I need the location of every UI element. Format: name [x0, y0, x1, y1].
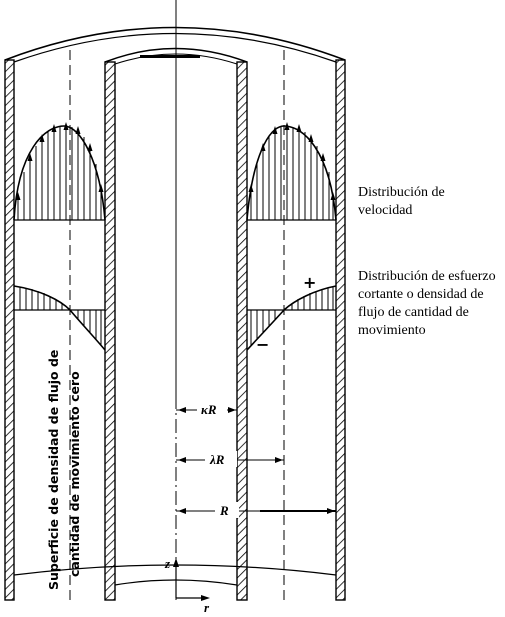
kappa-r-label: κR — [201, 402, 217, 417]
r-label: R — [219, 503, 229, 518]
outer-wall-right — [335, 59, 346, 601]
velocity-distribution-label: Distribución de velocidad — [358, 185, 445, 218]
velocity-profile-left — [13, 122, 106, 221]
shear-profile-right — [246, 285, 337, 351]
coordinate-axes: z r — [164, 556, 210, 615]
zero-flux-surface-label: Superficie de densidad de flujo de canti… — [46, 350, 82, 590]
outer-cylinder-top-rim — [4, 26, 346, 61]
inner-wall-right — [236, 61, 248, 601]
shear-profile-left — [13, 285, 106, 351]
minus-sign: − — [256, 335, 269, 354]
plus-sign: + — [303, 273, 316, 292]
dimension-r: R — [176, 502, 336, 518]
r-axis-label: r — [204, 600, 210, 615]
shear-distribution-label: Distribución de esfuerzo cortante o dens… — [358, 269, 496, 338]
inner-cylinder-top-slot — [140, 55, 200, 58]
dimension-kappa-r: κR — [176, 401, 237, 417]
outer-cylinder-top-rim-inner — [13, 32, 337, 63]
velocity-profile-right — [246, 122, 337, 221]
outer-wall-left — [4, 59, 15, 601]
dimension-lambda-r: λR — [176, 451, 284, 467]
z-axis-label: z — [164, 556, 171, 571]
zero-flux-label-line2: cantidad de movimiento cero — [67, 371, 82, 577]
lambda-r-label: λR — [209, 452, 225, 467]
zero-flux-label-line1: Superficie de densidad de flujo de — [46, 350, 61, 590]
inner-wall-left — [104, 61, 116, 601]
